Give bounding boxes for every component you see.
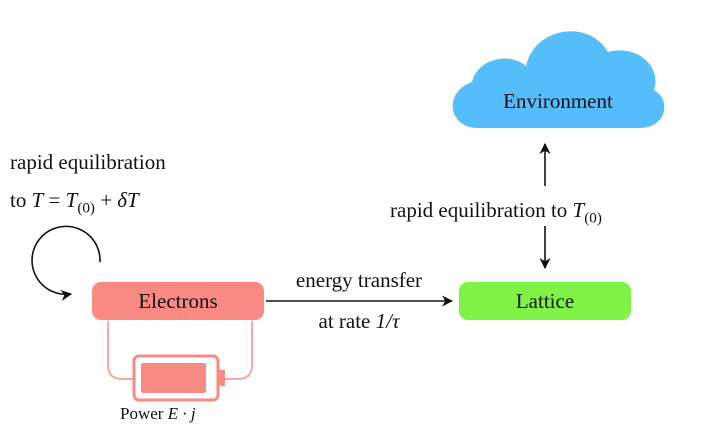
self-loop-to-text: to xyxy=(10,188,32,212)
lattice-environment-label: rapid equilibration to T(0) xyxy=(390,198,602,227)
lattice-node-box xyxy=(459,282,631,320)
electrons-node-box xyxy=(92,282,264,320)
self-loop-label-line1: rapid equilibration xyxy=(10,150,166,174)
battery-charge-fill xyxy=(141,363,206,393)
environment-label: Environment xyxy=(503,88,613,113)
rate-label: at rate 1/τ xyxy=(318,309,400,333)
environment-cloud-shape xyxy=(452,31,665,128)
battery-terminal xyxy=(219,370,225,386)
env-temperature-math: T(0) xyxy=(572,198,602,227)
self-loop-arrow xyxy=(31,225,101,301)
lattice-label: Lattice xyxy=(515,288,575,313)
electrons-label: Electrons xyxy=(138,288,218,313)
power-label: Power E · j xyxy=(120,404,196,423)
battery-body xyxy=(132,354,220,402)
power-math: E · j xyxy=(167,404,196,423)
self-loop-label-line2: to T = T(0) + δT xyxy=(10,188,139,217)
self-loop-equation: T = T(0) + δT xyxy=(31,188,139,217)
battery-wire xyxy=(107,321,253,380)
rate-math: 1/τ xyxy=(375,309,400,333)
energy-transfer-label: energy transfer xyxy=(295,268,423,292)
